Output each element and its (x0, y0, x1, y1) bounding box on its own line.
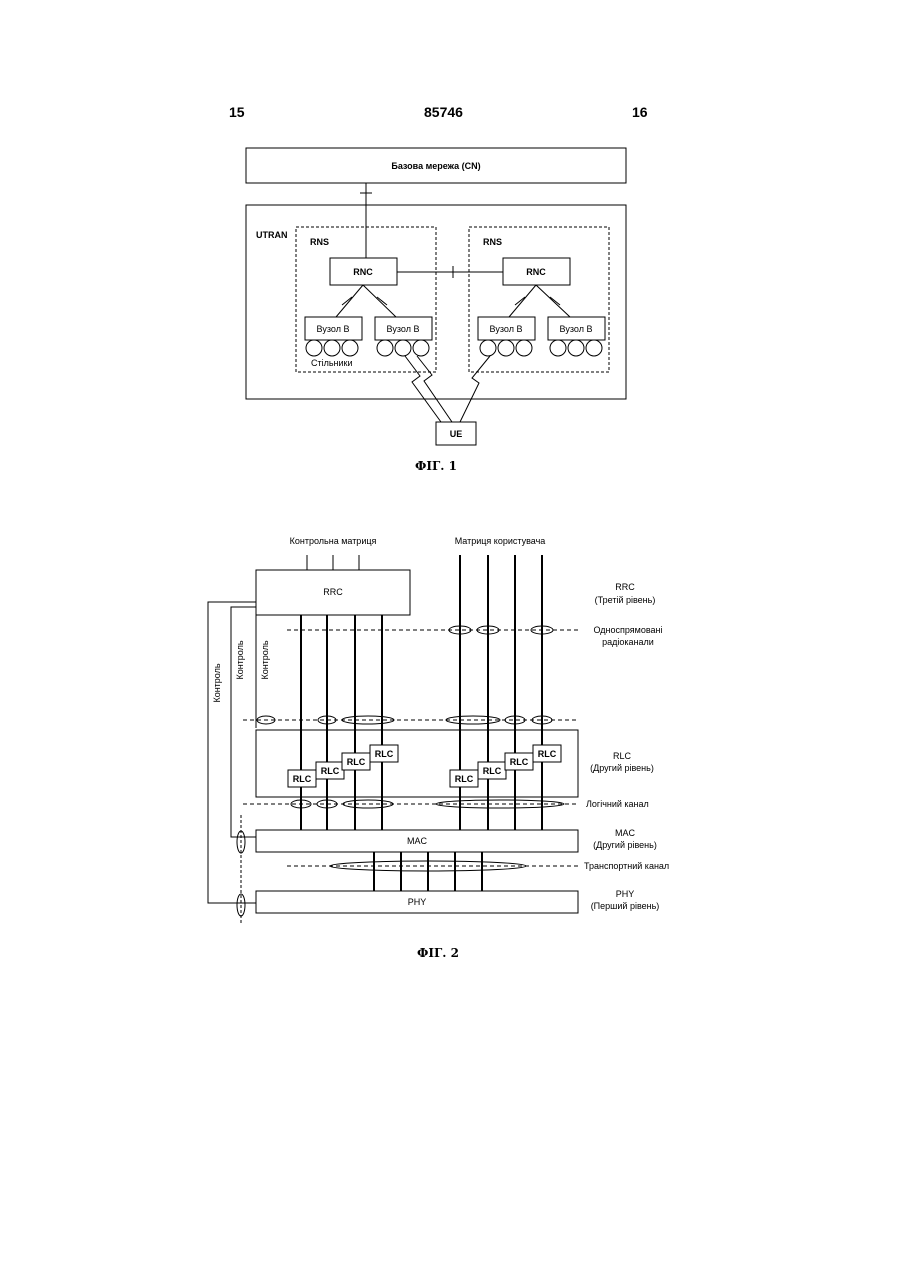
control-label-inner: Контроль (260, 640, 270, 679)
figure-2-caption: ФІГ. 2 (417, 946, 459, 960)
rlc-4: RLC (375, 749, 394, 759)
radio-link-2 (417, 356, 452, 422)
mac-layer-label: MAC (615, 828, 636, 838)
figure-2: Контрольна матриця Матриця користувача R… (208, 536, 578, 925)
cells-label: Стільники (311, 358, 353, 368)
mac-box-label: MAC (407, 836, 428, 846)
rrc-box-label: RRC (323, 587, 343, 597)
transport-channel-label: Транспортний канал (584, 861, 669, 871)
rrc-layer-label: RRC (615, 582, 635, 592)
control-line-outer (208, 602, 256, 903)
rlc-6: RLC (483, 766, 502, 776)
radio-link-3 (460, 356, 490, 422)
rlc-layer-sub: (Другий рівень) (590, 763, 654, 773)
radio-bearers-line2: радіоканали (602, 637, 654, 647)
node-b-1-label: Вузол В (317, 324, 350, 334)
phy-layer-label: PHY (616, 889, 635, 899)
figure-1-caption: ФІГ. 1 (415, 459, 457, 473)
phy-layer-sub: (Перший рівень) (591, 901, 660, 911)
radio-link-1 (405, 356, 441, 422)
rnc-left-label: RNC (353, 267, 373, 277)
control-label-middle: Контроль (235, 640, 245, 679)
cells-node-2 (377, 340, 429, 356)
node-b-2-label: Вузол В (387, 324, 420, 334)
rns-right-box (469, 227, 609, 372)
cells-node-1 (306, 340, 358, 356)
rlc-3: RLC (347, 757, 366, 767)
rlc-1: RLC (293, 774, 312, 784)
figure-1: Базова мережа (CN) UTRAN RNS RNS RNC RNC… (246, 148, 626, 445)
control-plane-label: Контрольна матриця (290, 536, 377, 546)
node-b-4-label: Вузол В (560, 324, 593, 334)
rlc-2: RLC (321, 766, 340, 776)
cells-node-3 (480, 340, 532, 356)
rlc-7: RLC (510, 757, 529, 767)
ue-label: UE (450, 429, 463, 439)
logical-channel-label: Логічний канал (586, 799, 649, 809)
cells-node-4 (550, 340, 602, 356)
phy-box-label: PHY (408, 897, 427, 907)
rlc-layer-label: RLC (613, 751, 632, 761)
rlc-5: RLC (455, 774, 474, 784)
rlc-8: RLC (538, 749, 557, 759)
rns-left-label: RNS (310, 237, 329, 247)
rnc-right-label: RNC (526, 267, 546, 277)
control-label-outer: Контроль (212, 663, 222, 702)
utran-label: UTRAN (256, 230, 288, 240)
node-b-3-label: Вузол В (490, 324, 523, 334)
mac-layer-sub: (Другий рівень) (593, 840, 657, 850)
rns-right-label: RNS (483, 237, 502, 247)
radio-bearers-line1: Односпрямовані (593, 625, 662, 635)
user-plane-label: Матриця користувача (455, 536, 546, 546)
core-network-label: Базова мережа (CN) (391, 161, 480, 171)
rrc-layer-sub: (Третій рівень) (595, 595, 656, 605)
